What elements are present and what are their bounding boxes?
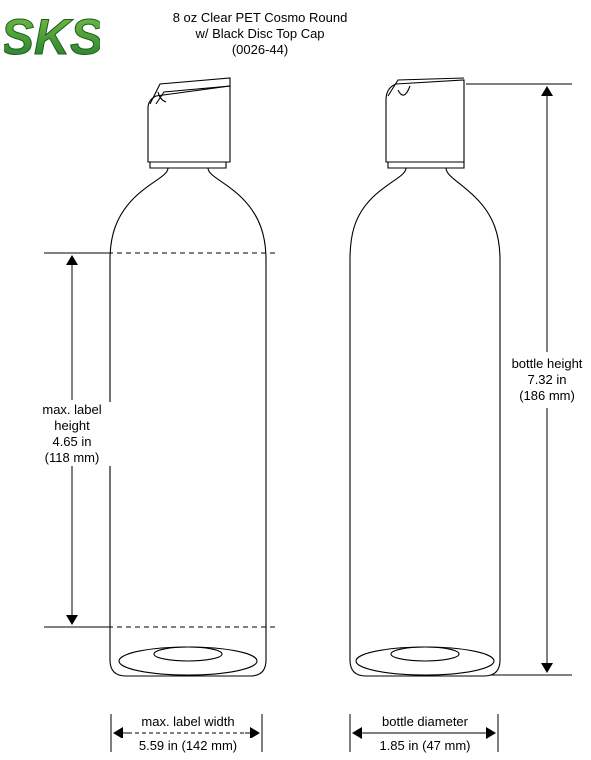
bottle-diameter-value: 1.85 in (47 mm)	[364, 738, 486, 754]
title-line-1: 8 oz Clear PET Cosmo Round	[172, 10, 348, 25]
right-base-inner	[390, 646, 460, 662]
bottle-height-line-2: 7.32 in	[527, 372, 567, 387]
page-title: 8 oz Clear PET Cosmo Round w/ Black Disc…	[112, 10, 408, 58]
label-height-text: max. label height 4.65 in (118 mm)	[30, 402, 114, 466]
label-height-line-3: 4.65 in	[52, 434, 92, 449]
bottle-height-dimension	[466, 83, 572, 676]
bottle-height-line-3: (186 mm)	[519, 388, 575, 403]
label-height-dimension	[44, 252, 278, 628]
bottle-height-line-1: bottle height	[511, 356, 583, 371]
bottle-diameter-dimension	[349, 714, 499, 752]
left-base-inner	[153, 646, 223, 662]
label-width-value: 5.59 in (142 mm)	[122, 738, 254, 754]
sks-logo: SKS	[4, 9, 100, 63]
right-bottle-body	[349, 167, 501, 677]
logo-text: SKS	[4, 9, 100, 62]
right-cap	[385, 79, 465, 163]
title-line-3: (0026-44)	[231, 42, 289, 57]
label-height-line-1: max. label	[42, 402, 102, 417]
right-bottle	[349, 77, 501, 677]
bottle-diameter-title: bottle diameter	[370, 714, 480, 730]
label-height-line-2: height	[54, 418, 90, 433]
bottle-height-text: bottle height 7.32 in (186 mm)	[502, 356, 591, 404]
left-bottle	[109, 77, 267, 677]
title-line-2: w/ Black Disc Top Cap	[195, 26, 325, 41]
left-cap-flip	[149, 77, 231, 105]
right-cap-flip	[387, 77, 465, 97]
left-cap	[147, 85, 231, 163]
label-width-title: max. label width	[132, 714, 244, 730]
left-bottle-neck	[149, 162, 227, 169]
label-height-line-4: (118 mm)	[44, 450, 100, 465]
label-width-dimension	[110, 714, 263, 752]
right-bottle-neck	[387, 162, 465, 169]
left-bottle-body	[109, 167, 267, 677]
